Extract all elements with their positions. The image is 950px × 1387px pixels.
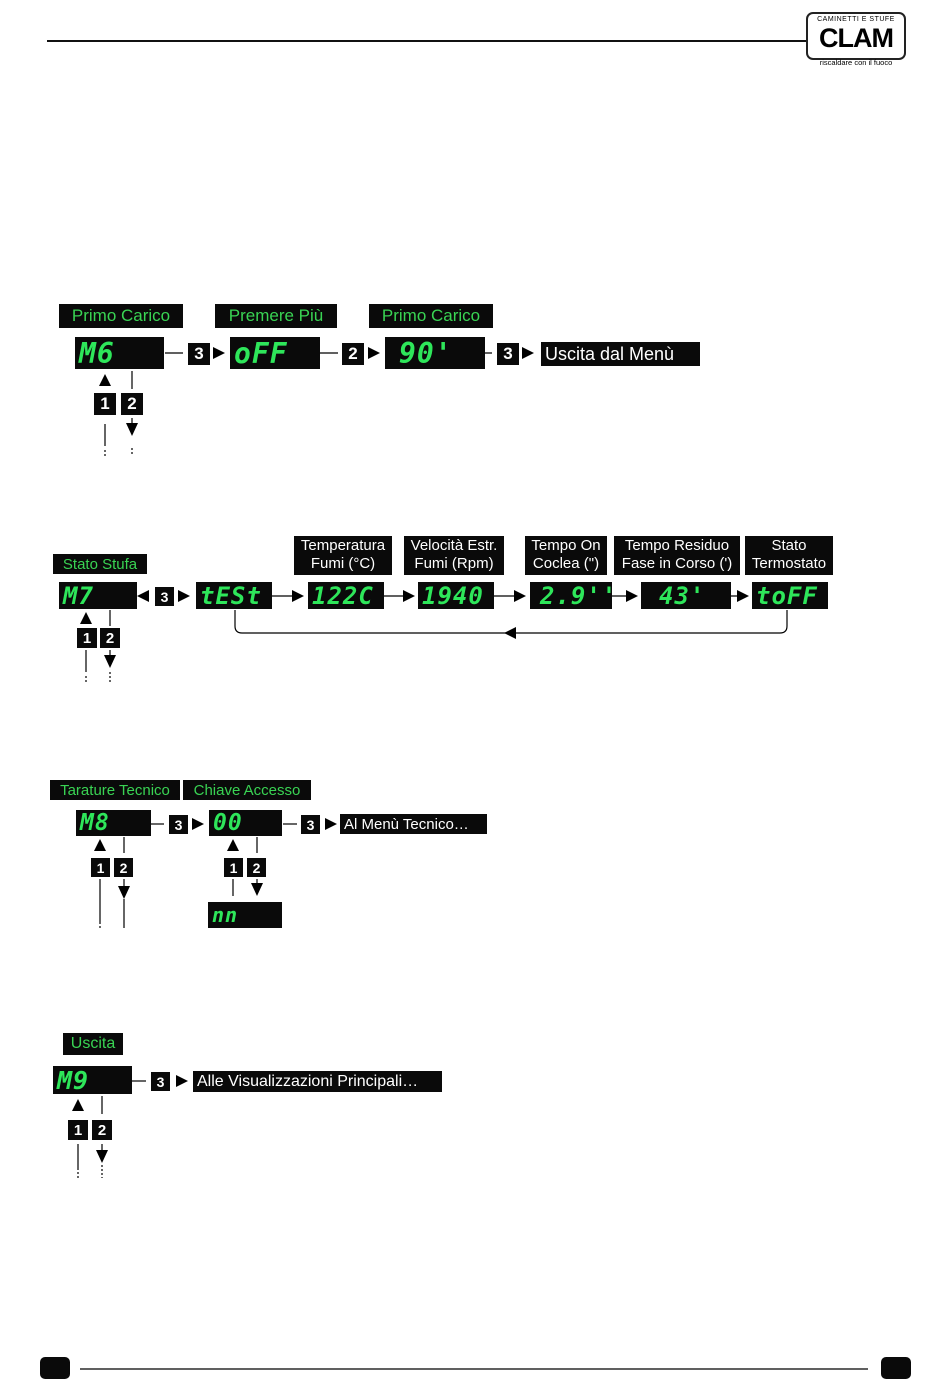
key-2: 2 <box>92 1120 112 1140</box>
key-2: 2 <box>342 343 364 365</box>
label-stato-stufa: Stato Stufa <box>53 554 147 574</box>
key-3: 3 <box>497 343 519 365</box>
display-90: 90' <box>385 337 485 369</box>
key-3: 3 <box>155 587 174 606</box>
header-residuo-line2: Fase in Corso (') <box>621 555 733 572</box>
display-off: oFF <box>230 337 320 369</box>
header-speed-line1: Velocità Estr. <box>410 537 498 554</box>
display-m7: M7 <box>59 582 137 609</box>
exit-menu-label: Uscita dal Menù <box>541 342 700 366</box>
key-1: 1 <box>224 858 243 877</box>
header-coclea-line2: Coclea (") <box>532 555 600 572</box>
display-speed: 1940 <box>418 582 494 609</box>
header-termostato-line1: Stato <box>771 537 807 554</box>
label-primo-carico-1: Primo Carico <box>59 304 183 328</box>
clam-logo: CAMINETTI E STUFE CLAM <box>806 12 906 60</box>
tech-menu-label: Al Menù Tecnico… <box>340 814 487 834</box>
label-chiave-accesso: Chiave Accesso <box>183 780 311 800</box>
page-marker-left <box>40 1357 70 1379</box>
header-velocita-estr: Velocità Estr. Fumi (Rpm) <box>404 536 504 575</box>
header-termostato-line2: Termostato <box>751 555 827 572</box>
label-tarature-tecnico: Tarature Tecnico <box>50 780 180 800</box>
display-test: tESt <box>196 582 272 609</box>
header-temp-line2: Fumi (°C) <box>310 555 376 572</box>
display-termostato: toFF <box>752 582 828 609</box>
display-temp: 122C <box>308 582 384 609</box>
key-1: 1 <box>68 1120 88 1140</box>
display-m9: M9 <box>53 1066 132 1094</box>
display-m6: M6 <box>75 337 164 369</box>
key-3: 3 <box>169 815 188 834</box>
header-speed-line2: Fumi (Rpm) <box>414 555 494 572</box>
main-views-label: Alle Visualizzazioni Principali… <box>193 1071 442 1092</box>
logo-tagline: riscaldare con il fuoco <box>819 58 893 67</box>
key-2: 2 <box>114 858 133 877</box>
key-2: 2 <box>100 628 120 648</box>
header-tempo-residuo: Tempo Residuo Fase in Corso (') <box>614 536 740 575</box>
label-primo-carico-2: Primo Carico <box>369 304 493 328</box>
header-rule <box>47 40 807 42</box>
display-00: 00 <box>209 810 282 836</box>
key-1: 1 <box>77 628 97 648</box>
display-m8: M8 <box>76 810 151 836</box>
label-uscita: Uscita <box>63 1033 123 1055</box>
key-2: 2 <box>247 858 266 877</box>
logo-top-text: CAMINETTI E STUFE <box>817 16 895 23</box>
key-1: 1 <box>94 393 116 415</box>
display-coclea: 2.9'' <box>530 582 612 609</box>
header-coclea-line1: Tempo On <box>531 537 601 554</box>
key-3: 3 <box>301 815 320 834</box>
logo-main-text: CLAM <box>819 23 894 53</box>
header-tempo-on-coclea: Tempo On Coclea (") <box>525 536 607 575</box>
page-marker-right <box>881 1357 911 1379</box>
key-3: 3 <box>151 1072 170 1091</box>
header-stato-termostato: Stato Termostato <box>745 536 833 575</box>
header-residuo-line1: Tempo Residuo <box>624 537 730 554</box>
display-residuo: 43' <box>641 582 731 609</box>
header-temperatura-fumi: Temperatura Fumi (°C) <box>294 536 392 575</box>
header-temp-line1: Temperatura <box>300 537 386 554</box>
label-premere-piu: Premere Più <box>215 304 337 328</box>
key-3: 3 <box>188 343 210 365</box>
key-1: 1 <box>91 858 110 877</box>
key-2: 2 <box>121 393 143 415</box>
display-nn: nn <box>208 902 282 928</box>
